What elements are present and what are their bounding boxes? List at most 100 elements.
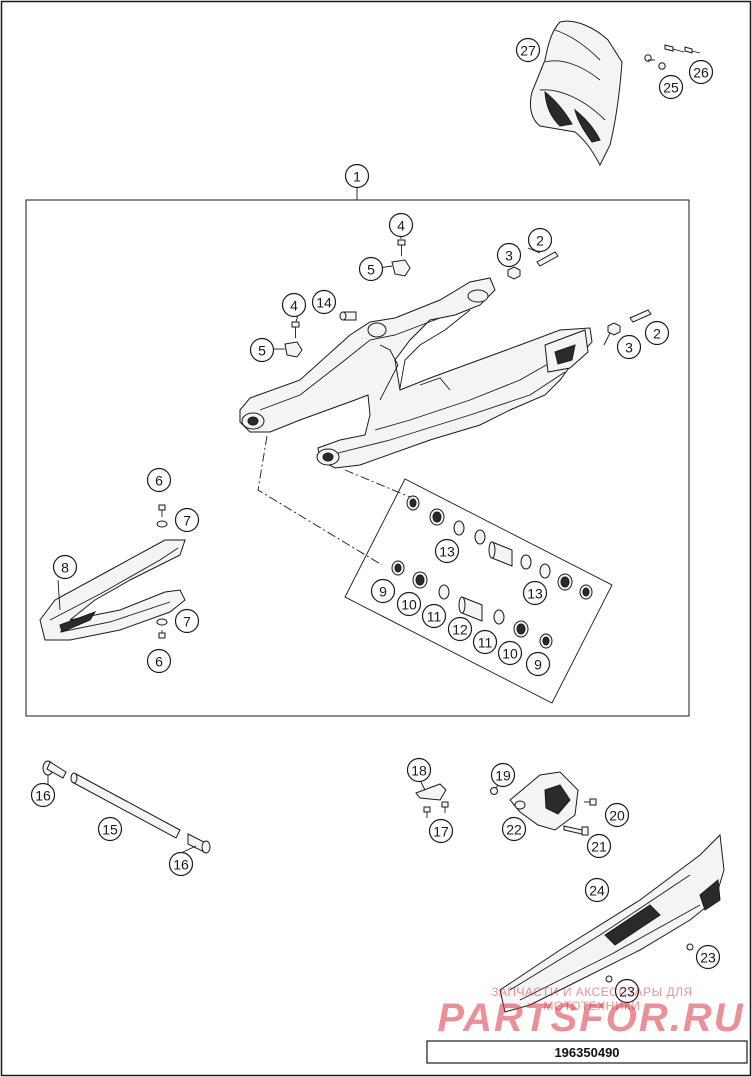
callout-circle bbox=[515, 37, 541, 63]
callout-label: 5 bbox=[367, 262, 375, 278]
callout-label: 4 bbox=[290, 298, 298, 314]
part-20-screw bbox=[584, 798, 597, 806]
part-2b-pin bbox=[629, 309, 652, 323]
callout-circle bbox=[496, 242, 522, 268]
watermark-tagline: ЗАПЧАСТИ И АКСЕССУАРЫ ДЛЯ МОТОТЕХНИКИ bbox=[491, 985, 693, 1013]
part-15-axle bbox=[70, 772, 181, 839]
callout-circle bbox=[434, 538, 460, 564]
callout-circle bbox=[396, 591, 422, 617]
callout-circle bbox=[168, 851, 194, 877]
part-3a-nut bbox=[507, 266, 521, 280]
callout-circle bbox=[501, 816, 527, 842]
callout-16: 16 bbox=[30, 782, 56, 808]
callout-circle bbox=[584, 877, 610, 903]
callout-22: 22 bbox=[501, 816, 527, 842]
callout-circle bbox=[249, 337, 275, 363]
callout-27: 27 bbox=[515, 37, 541, 63]
callout-9: 9 bbox=[525, 651, 551, 677]
callout-21: 21 bbox=[586, 833, 612, 859]
callout-circle bbox=[658, 74, 684, 100]
callout-5: 5 bbox=[249, 337, 275, 363]
callout-label: 13 bbox=[439, 544, 455, 560]
part-17-screws bbox=[423, 801, 449, 818]
callout-circle bbox=[497, 640, 523, 666]
callout-label: 16 bbox=[173, 857, 189, 873]
callout-circle bbox=[388, 212, 414, 238]
callout-label: 22 bbox=[506, 822, 522, 838]
callout-label: 13 bbox=[527, 586, 543, 602]
callout-26: 26 bbox=[688, 59, 714, 85]
part-18-bracket bbox=[415, 783, 447, 801]
callout-circle bbox=[616, 334, 642, 360]
callout-circle bbox=[604, 802, 630, 828]
callout-circle bbox=[370, 578, 396, 604]
part-19-nut bbox=[490, 787, 498, 795]
part-27-guard bbox=[529, 20, 623, 167]
document-number-box bbox=[426, 1040, 748, 1064]
callout-label: 11 bbox=[427, 609, 442, 625]
callout-label: 24 bbox=[589, 883, 605, 899]
callout-label: 10 bbox=[401, 597, 417, 613]
part-24-chain-guard bbox=[499, 833, 725, 1013]
callout-label: 1 bbox=[353, 169, 361, 185]
callout-7: 7 bbox=[174, 507, 200, 533]
callout-label: 7 bbox=[183, 513, 191, 529]
callout-circle bbox=[695, 944, 721, 970]
part-2a-pin bbox=[536, 251, 559, 267]
callout-circle bbox=[358, 256, 384, 282]
assembly-box bbox=[25, 199, 690, 717]
callout-circle bbox=[527, 227, 553, 253]
callout-25: 25 bbox=[658, 74, 684, 100]
callout-label: 23 bbox=[619, 984, 635, 1000]
callout-circle bbox=[525, 651, 551, 677]
callout-16: 16 bbox=[168, 851, 194, 877]
callout-label: 8 bbox=[61, 560, 69, 576]
callout-circle bbox=[146, 648, 172, 674]
part-6a-screw bbox=[158, 504, 166, 517]
part-4b-screw bbox=[291, 321, 300, 338]
callout-13: 13 bbox=[434, 538, 460, 564]
part-22-chain-guide bbox=[509, 771, 579, 831]
callout-13: 13 bbox=[522, 580, 548, 606]
callout-circle bbox=[281, 292, 307, 318]
callout-9: 9 bbox=[370, 578, 396, 604]
callout-label: 6 bbox=[155, 473, 163, 489]
callout-circle bbox=[146, 467, 172, 493]
part-5b-clip bbox=[284, 341, 303, 358]
part-23a-screw bbox=[686, 943, 694, 951]
callout-circle bbox=[472, 629, 498, 655]
part-14-sleeve bbox=[339, 311, 357, 321]
callout-12: 12 bbox=[447, 616, 473, 642]
callout-11: 11 bbox=[421, 603, 447, 629]
callout-label: 4 bbox=[397, 218, 405, 234]
callout-circle bbox=[447, 616, 473, 642]
callout-label: 14 bbox=[316, 295, 332, 311]
callout-2: 2 bbox=[644, 320, 670, 346]
callout-label: 23 bbox=[700, 950, 716, 966]
callout-circle bbox=[174, 608, 200, 634]
callout-label: 3 bbox=[625, 340, 633, 356]
callout-circle bbox=[344, 163, 370, 189]
callout-label: 9 bbox=[379, 584, 387, 600]
callout-label: 21 bbox=[591, 839, 607, 855]
callout-18: 18 bbox=[406, 757, 432, 783]
callout-circle bbox=[406, 757, 432, 783]
callout-circle bbox=[644, 320, 670, 346]
part-7b-washer bbox=[156, 618, 168, 626]
callout-label: 7 bbox=[183, 614, 191, 630]
callout-circle bbox=[30, 782, 56, 808]
part-26-bolts bbox=[664, 44, 701, 54]
callout-4: 4 bbox=[281, 292, 307, 318]
part-5a-clip bbox=[391, 259, 411, 277]
callout-label: 6 bbox=[155, 654, 163, 670]
callout-circle bbox=[428, 818, 454, 844]
callout-circle bbox=[586, 833, 612, 859]
callout-label: 15 bbox=[102, 822, 118, 838]
part-21-bolt bbox=[563, 825, 589, 836]
callout-circle bbox=[688, 59, 714, 85]
callout-1: 1 bbox=[344, 163, 370, 189]
callout-10: 10 bbox=[396, 591, 422, 617]
callout-7: 7 bbox=[174, 608, 200, 634]
part-4a-screw bbox=[397, 239, 406, 256]
